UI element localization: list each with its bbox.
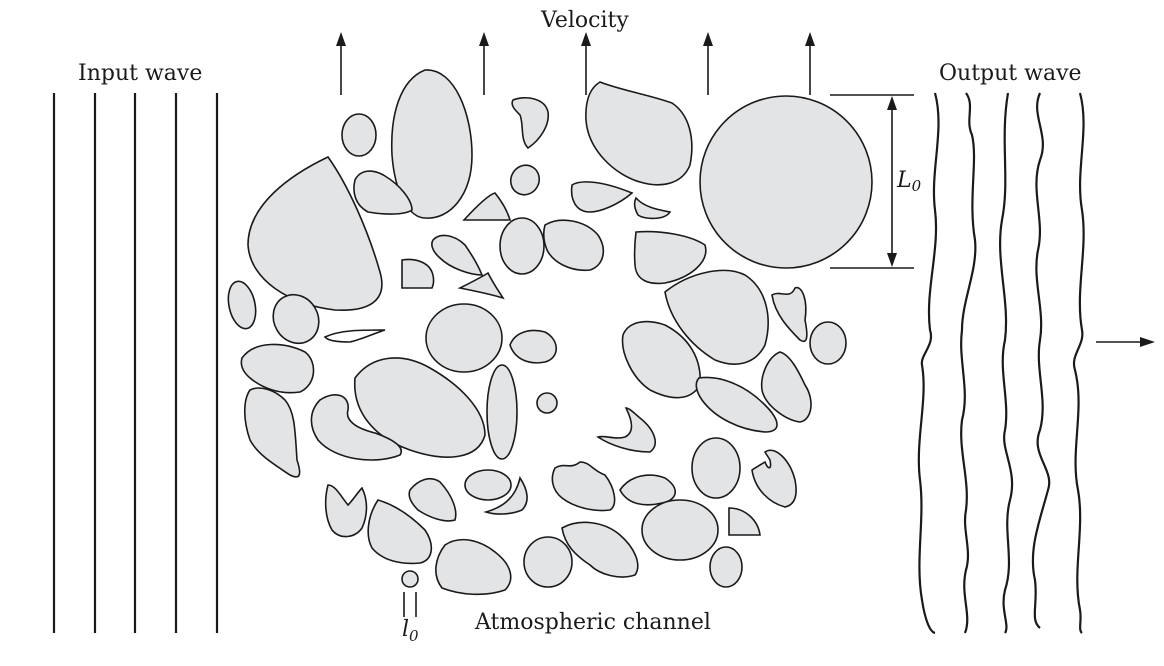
output-wavefront <box>917 92 940 635</box>
eddy <box>353 170 413 215</box>
eddy <box>551 461 616 512</box>
eddy <box>390 69 473 219</box>
eddy <box>536 392 558 414</box>
eddy <box>324 484 368 538</box>
eddy <box>240 343 315 394</box>
eddy <box>367 499 433 565</box>
eddy <box>483 476 528 515</box>
propagation-arrow <box>1096 337 1155 347</box>
eddy <box>243 387 301 478</box>
eddy <box>709 546 743 588</box>
eddy <box>425 303 503 373</box>
output-wavefront <box>1031 92 1051 629</box>
eddy <box>809 321 847 365</box>
output-wave-label: Output wave <box>939 61 1082 86</box>
eddy <box>542 219 605 272</box>
eddy <box>341 113 377 157</box>
eddy-outline <box>323 329 386 343</box>
eddy <box>751 449 797 508</box>
outer-scale-label: L0 <box>896 168 922 195</box>
arrow-right-icon <box>1140 337 1155 347</box>
eddy <box>509 164 541 196</box>
eddy <box>633 196 672 220</box>
output-wave-fronts <box>917 92 1085 635</box>
eddy <box>408 478 457 522</box>
output-wavefront <box>999 92 1014 634</box>
eddy <box>499 217 545 275</box>
eddy <box>570 181 634 213</box>
eddy <box>509 329 558 364</box>
inner-scale-eddy <box>401 570 419 588</box>
eddy <box>272 293 320 345</box>
turbulent-eddies <box>227 69 873 596</box>
eddy <box>771 286 808 342</box>
arrow-down-icon <box>887 253 897 267</box>
input-wave-label: Input wave <box>78 61 202 86</box>
output-wavefront <box>1072 92 1085 634</box>
eddy <box>691 437 741 499</box>
eddy <box>664 269 769 365</box>
output-wavefront <box>960 92 977 634</box>
arrow-up-icon <box>336 32 346 46</box>
eddy <box>464 469 512 501</box>
eddy <box>435 538 512 596</box>
arrow-up-icon <box>805 32 815 46</box>
eddy <box>585 81 693 186</box>
arrow-up-icon <box>703 32 713 46</box>
atmospheric-channel-label: Atmospheric channel <box>474 610 711 635</box>
eddy <box>247 155 383 311</box>
eddy <box>457 271 505 300</box>
eddy <box>354 357 486 458</box>
arrow-up-icon <box>581 32 591 46</box>
eddy <box>486 364 518 460</box>
eddy <box>699 95 873 269</box>
eddy <box>511 96 550 150</box>
eddy <box>401 258 435 289</box>
eddy <box>641 499 719 561</box>
input-wave-fronts <box>52 93 219 633</box>
eddy <box>462 192 512 221</box>
velocity-label: Velocity <box>540 8 629 33</box>
eddy <box>227 280 257 330</box>
eddy <box>695 376 778 433</box>
eddy <box>633 230 707 285</box>
eddy <box>728 507 761 536</box>
eddy <box>523 536 573 588</box>
eddy <box>619 474 676 506</box>
velocity-arrows <box>336 32 815 95</box>
eddy <box>431 234 484 276</box>
eddy <box>561 521 639 578</box>
eddy <box>760 351 812 423</box>
eddy <box>596 407 656 453</box>
arrow-up-icon <box>479 32 489 46</box>
outer-scale-indicator <box>830 94 914 269</box>
inner-scale-indicator <box>403 592 417 617</box>
eddy <box>310 394 402 461</box>
inner-scale-label: l0 <box>402 617 419 645</box>
arrow-up-icon <box>887 96 897 110</box>
